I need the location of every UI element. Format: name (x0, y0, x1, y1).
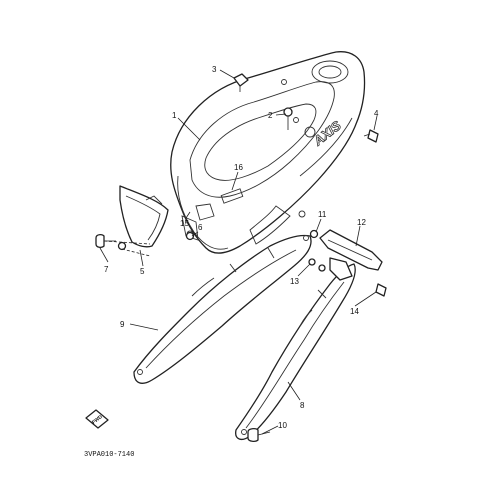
fastener-13 (308, 258, 326, 272)
lower-side-cover-left (133, 234, 312, 384)
rear-bracket (319, 229, 383, 281)
callout-10: 10 (278, 421, 287, 430)
callout-5: 5 (140, 267, 145, 276)
lower-side-cover-right (235, 263, 356, 441)
fastener-4 (363, 129, 379, 143)
leader-lines (99, 69, 378, 435)
callout-6: 6 (198, 223, 203, 232)
drawing-code: 3VPA010-7140 (84, 451, 134, 459)
forward-marker-text: FWD (91, 414, 104, 426)
callout-8: 8 (300, 401, 305, 410)
fastener-11 (309, 229, 319, 239)
callout-13: 13 (290, 277, 299, 286)
small-side-cover (119, 185, 169, 248)
body-cowling: AXIS (170, 51, 366, 254)
callout-14: 14 (350, 307, 359, 316)
callout-11: 11 (318, 210, 327, 219)
callout-9: 9 (120, 320, 125, 329)
fastener-5-clip (117, 241, 127, 251)
callout-1: 1 (172, 111, 177, 120)
callout-15: 15 (180, 219, 189, 228)
callout-2: 2 (268, 111, 273, 120)
callout-4: 4 (374, 109, 379, 118)
callout-16: 16 (234, 163, 243, 172)
callout-7: 7 (104, 265, 109, 274)
forward-arrow-icon: FWD (85, 409, 109, 429)
fastener-14 (375, 283, 387, 297)
callout-12: 12 (357, 218, 366, 227)
fastener-6 (185, 231, 195, 241)
fastener-10 (247, 428, 271, 442)
fastener-3 (233, 73, 249, 92)
callout-3: 3 (212, 65, 217, 74)
